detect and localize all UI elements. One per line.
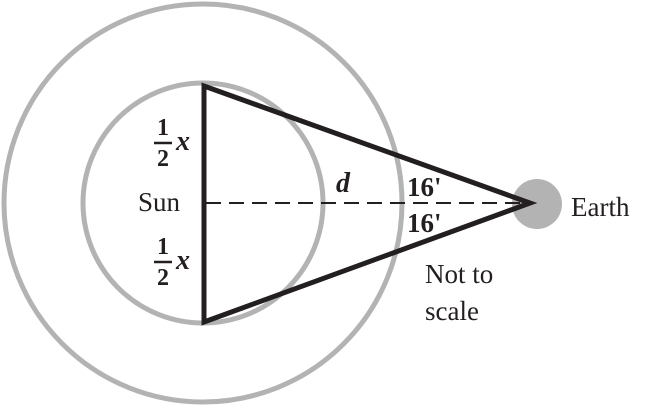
half-x-top-label: 1 2 x	[154, 115, 190, 172]
triangle	[201, 82, 538, 326]
angle-top-label: 16'	[407, 172, 442, 202]
earth-label: Earth	[571, 192, 630, 222]
half-x-top-denominator: 2	[157, 146, 169, 172]
half-x-bottom-label: 1 2 x	[154, 234, 190, 291]
half-x-bottom-denominator: 2	[157, 265, 169, 291]
not-to-scale-line2: scale	[425, 296, 479, 326]
half-x-top-numerator: 1	[157, 115, 169, 141]
earth-dot	[512, 179, 562, 229]
angle-bottom-label: 16'	[407, 208, 442, 238]
not-to-scale-line1: Not to	[425, 259, 493, 289]
half-x-top-variable: x	[175, 126, 190, 157]
distance-label: d	[336, 168, 351, 199]
sun-label: Sun	[138, 187, 181, 217]
half-x-bottom-numerator: 1	[157, 234, 169, 260]
half-x-bottom-variable: x	[175, 245, 190, 276]
